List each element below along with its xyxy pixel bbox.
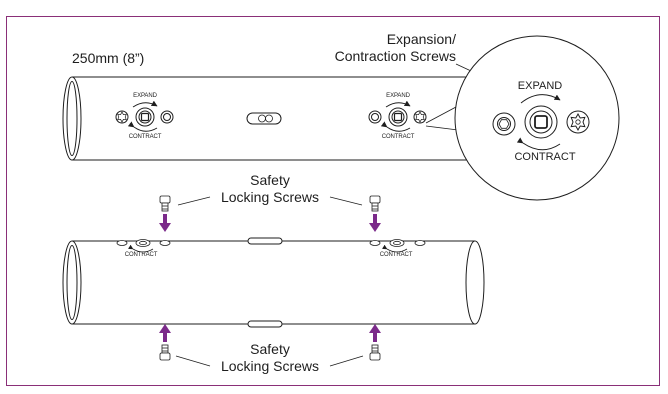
top-tube [62,76,475,161]
contract-label-right: CONTRACT [381,134,415,140]
safety-label-top-line1: Safety [250,172,290,188]
bottom-slot [247,320,283,328]
expansion-label-line1: Expansion/ [386,31,456,47]
safety-screw-icons-top [159,195,381,212]
safety-label-bottom-line1: Safety [250,341,290,357]
contract-label-bottom-left: CONTRACT [124,252,158,258]
top-slot [247,237,283,245]
expansion-label-line2: Contraction Screws [334,48,456,64]
contract-label-left: CONTRACT [128,134,162,140]
size-label: 250mm (8”) [72,50,145,66]
contract-label-bottom-right: CONTRACT [379,252,413,258]
safety-label-bottom-line2: Locking Screws [220,358,320,374]
tube-slot [246,112,282,125]
bottom-tube-screws [116,239,426,253]
safety-label-top-line2: Locking Screws [220,189,320,205]
contract-label-callout: CONTRACT [514,151,576,163]
safety-leader-lines [175,196,364,367]
expand-label-left: EXPAND [133,93,157,99]
down-arrows [159,214,381,232]
right-screw-group [368,100,427,132]
magnified-callout [454,35,620,201]
safety-screw-icons-bottom [159,344,381,361]
up-arrows [159,324,381,342]
expand-label-right: EXPAND [386,93,410,99]
diagram-frame [6,16,660,386]
expand-label-callout: EXPAND [517,80,563,92]
left-screw-group [115,100,174,132]
